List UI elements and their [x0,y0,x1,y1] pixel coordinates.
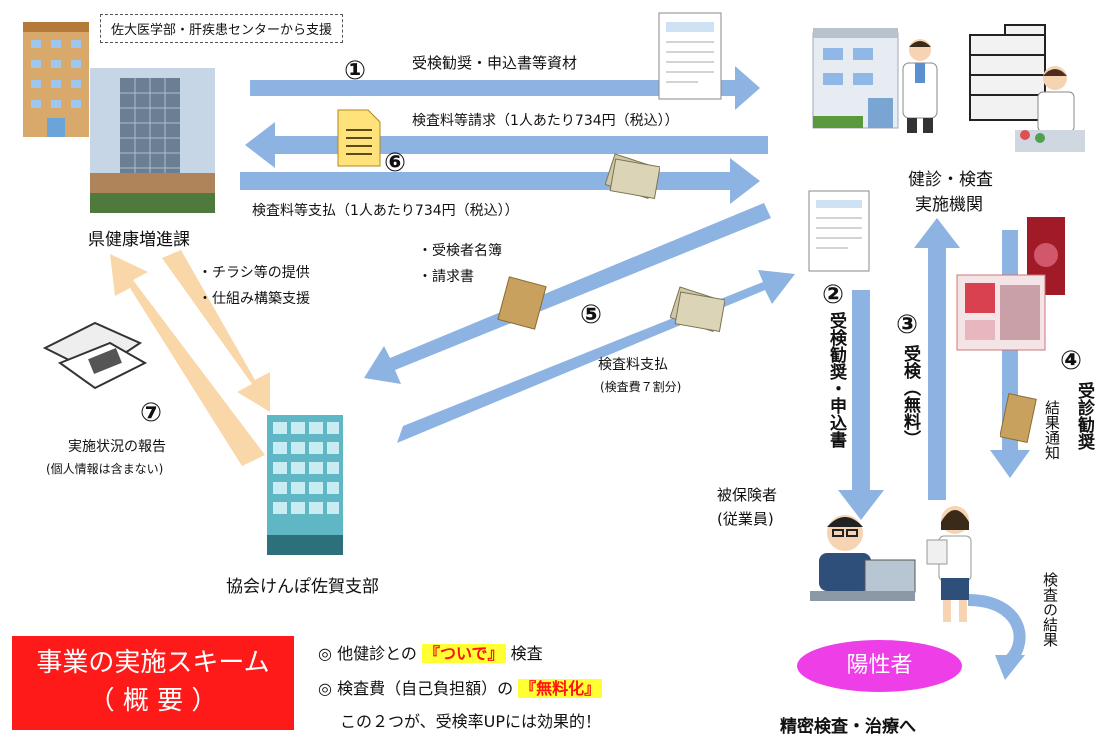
flow-3-number: ③ [896,310,919,340]
scheme-subtitle: （ 概 要 ） [88,686,218,716]
flow-2-label: 受検勧奨・申込書 [826,312,846,448]
envelope-icon [497,276,547,330]
point-1: ◎ 他健診との 『ついで』 検査 [318,640,543,664]
document-icon [337,109,381,167]
money-icon [670,286,725,332]
envelope-icon [1000,392,1037,444]
arrow-result [967,594,1026,665]
flow-5-item-2: ・請求書 [418,269,474,285]
flow-7-label: 実施状況の報告 [68,439,166,455]
result-label: 検査の結果 [1041,572,1059,647]
arrow-3 [914,218,960,500]
arrow-5-roster [364,203,771,384]
point-bullet: ◎ [318,679,332,698]
arrow-7 [110,254,265,466]
arrow-6-claim [245,122,768,168]
pref-health-dept: 県健康増進課 [88,230,190,250]
flow-6-payment-label: 検査料等支払（1人あたり734円（税込）） [252,203,519,219]
flow-5-payment-sub: (検査費７割分) [600,380,682,394]
scheme-title: 事業の実施スキーム [36,648,270,678]
flow-7-number: ⑦ [140,398,163,428]
document-icon [808,190,870,272]
arrow-1 [250,66,760,110]
document-icon [658,12,722,100]
point-1-pre: 他健診との [337,644,417,663]
hospital-building-icon [267,415,343,555]
support-item-2: ・仕組み構築支援 [198,291,310,307]
flow-3-label: 受検（無料） [900,345,920,447]
flow-4-sub: 結果通知 [1043,400,1061,460]
flow-5-payment-label: 検査料支払 [598,357,668,373]
point-1-highlight: 『ついで』 [422,644,506,663]
arrow-result-head [995,655,1025,680]
point-3: この２つが、受検率UPには効果的！ [340,712,602,731]
flow-4-number: ④ [1060,346,1083,376]
flow-4-label: 受診勧奨 [1074,382,1094,450]
lab-building-icon [969,24,1046,121]
doctor-icon [902,39,938,133]
kyokai-saga-branch: 協会けんぽ佐賀支部 [226,577,379,597]
point-2-highlight: 『無料化』 [518,679,603,698]
arrow-5-payment [397,270,795,443]
arrow-4 [990,230,1030,478]
university-building-icon [23,22,89,137]
arrow-6-payment [240,158,760,204]
support-item-1: ・チラシ等の提供 [198,265,310,281]
flow-2-number: ② [822,280,845,310]
point-2-pre: 検査費（自己負担額）の [337,679,514,698]
office-building-icon [90,68,215,213]
woman-icon [926,506,972,622]
followup-label: 精密検査・治療へ [780,717,916,737]
flow-5-item-1: ・受検者名簿 [418,243,502,259]
insured-label-2: (従業員) [717,510,774,528]
flow-5-number: ⑤ [580,300,603,330]
point-bullet: ◎ [318,644,332,663]
point-1-post: 検査 [510,644,543,663]
money-icon [605,153,660,199]
flow-6-claim-label: 検査料等請求（1人あたり734円（税込）） [412,113,679,129]
flow-1-number: ① [344,56,367,86]
scheme-box: 事業の実施スキーム （ 概 要 ） [12,636,294,730]
point-2: ◎ 検査費（自己負担額）の 『無料化』 [318,675,603,699]
flow-6-number: ⑥ [384,148,407,178]
clinic-label-1: 健診・検査 [908,170,993,190]
clinic-label-2: 実施機関 [915,195,983,215]
flyer-icon [956,217,1065,351]
flow-7-sub: (個人情報は含まない) [46,462,164,476]
positive-person-badge: 陽性者 [797,640,962,692]
arrow-support [162,250,270,412]
arrow-2 [838,290,884,520]
researcher-icon [1015,66,1085,152]
insured-label-1: 被保険者 [717,486,778,504]
top-note: 佐大医学部・肝疾患センターから支援 [100,14,344,43]
report-folder-icon [42,321,148,390]
flow-1-label: 受検勧奨・申込書等資材 [412,54,578,72]
clinic-building-icon [812,28,899,129]
employee-pc-icon [810,515,916,601]
